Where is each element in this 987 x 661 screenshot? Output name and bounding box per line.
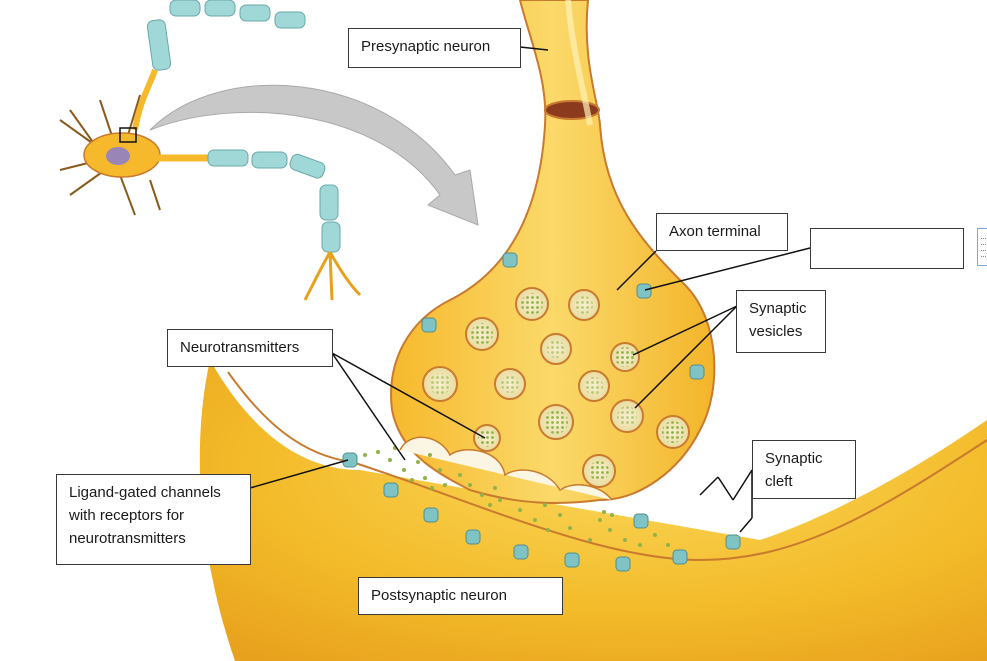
- neuron-illustration: [59, 0, 362, 301]
- label-text: Neurotransmitters: [180, 339, 300, 356]
- vesicle: [610, 342, 640, 372]
- list-icon[interactable]: [977, 228, 987, 266]
- label-text: Postsynaptic neuron: [371, 587, 507, 604]
- vesicle: [494, 368, 526, 400]
- postsynaptic-membrane: [227, 371, 987, 562]
- label-text-line2: vesicles: [749, 323, 803, 340]
- label-text-line1: Synaptic: [749, 300, 807, 317]
- label-synaptic-cleft: Synaptic cleft: [752, 440, 856, 499]
- vesicle: [540, 333, 572, 365]
- presynaptic-axon-terminal: [390, 0, 716, 504]
- leader-lines: [249, 46, 811, 533]
- synaptic-cleft-edge: [399, 436, 613, 501]
- zoom-arrow: [149, 84, 479, 226]
- label-text-line1: Ligand-gated channels: [69, 484, 221, 501]
- label-text: Axon terminal: [669, 223, 761, 240]
- label-synaptic-vesicles: Synaptic vesicles: [736, 290, 826, 353]
- vesicle: [578, 370, 610, 402]
- vesicle: [568, 289, 600, 321]
- presynaptic-channels: [421, 252, 705, 380]
- label-text: Presynaptic neuron: [361, 38, 491, 55]
- label-ligand-gated-channels: Ligand-gated channels with receptors for…: [56, 474, 251, 565]
- vesicle: [422, 366, 458, 402]
- label-text-line2: with receptors for: [69, 507, 185, 524]
- blank-answer-box[interactable]: [810, 228, 964, 269]
- label-axon-terminal: Axon terminal: [656, 213, 788, 251]
- label-text-line1: Synaptic: [765, 450, 823, 467]
- vesicle: [465, 317, 499, 351]
- label-presynaptic-neuron: Presynaptic neuron: [348, 28, 521, 68]
- synaptic-vesicles: [422, 287, 690, 488]
- label-neurotransmitters: Neurotransmitters: [167, 329, 333, 367]
- label-text-line3: neurotransmitters: [69, 530, 186, 547]
- presynaptic-membrane-highlight: [565, 0, 593, 126]
- label-postsynaptic-neuron: Postsynaptic neuron: [358, 577, 563, 615]
- vesicle: [515, 287, 549, 321]
- vesicle: [538, 404, 574, 440]
- vesicle: [473, 424, 501, 452]
- vesicle: [656, 415, 690, 449]
- ligand-gated-channels: [342, 452, 741, 572]
- vesicle: [582, 454, 616, 488]
- neurotransmitter-dots: [363, 446, 670, 547]
- label-text-line2: cleft: [765, 473, 793, 490]
